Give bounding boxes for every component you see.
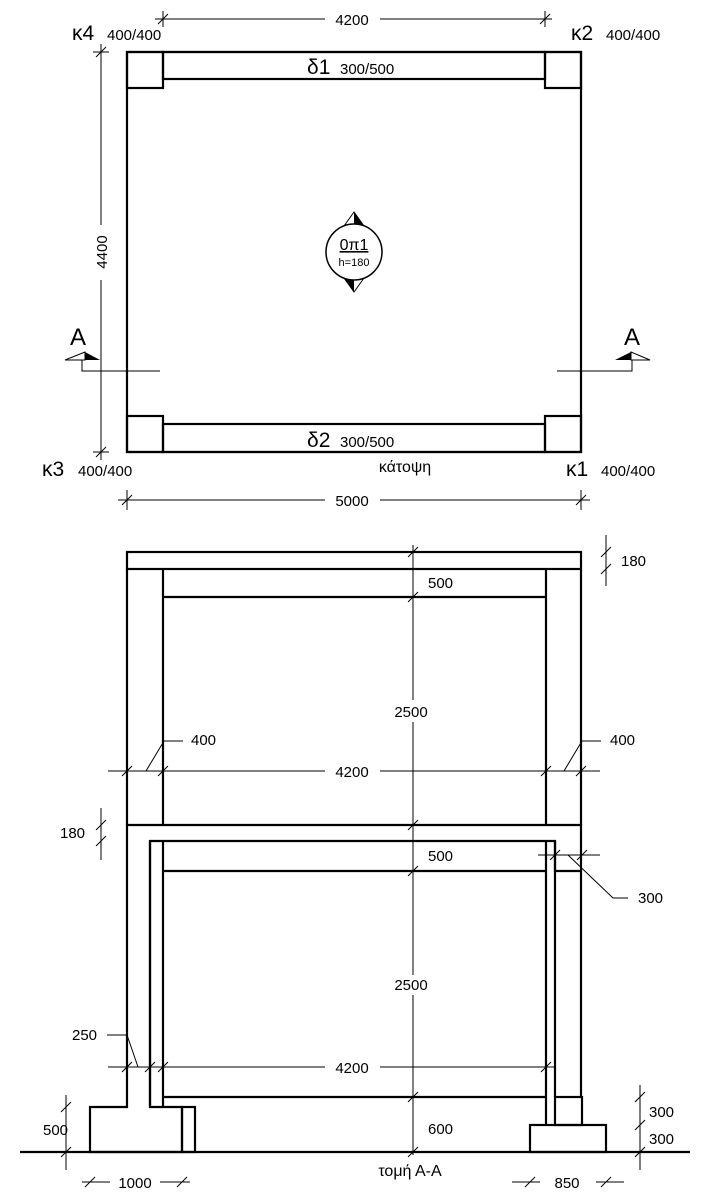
column-k3-name: κ3: [42, 458, 64, 481]
beam-d2-size: 300/500: [340, 434, 394, 451]
dim-footing-right-h: 300: [649, 1131, 674, 1148]
column-k4-size: 400/400: [107, 27, 161, 44]
section-a-a: 500 2500 500 2500 600 4200 400 400 4200 …: [20, 535, 690, 1192]
dim-pedestal-right: 300: [649, 1104, 674, 1121]
column-k1-name: κ1: [566, 458, 588, 481]
section-mark-right: A: [557, 324, 651, 372]
dim-top: 4200: [155, 11, 552, 29]
column-k4-name: κ4: [72, 22, 95, 45]
dim-height-lower: 2500: [394, 977, 427, 994]
column-k3: [125, 414, 165, 454]
roof-slab: [125, 550, 583, 571]
beam-d1-name: δ1: [307, 56, 330, 79]
dim-col-left: 400: [191, 732, 216, 749]
dim-footing-left-w: 1000: [118, 1175, 151, 1192]
dim-footing-right-w: 850: [554, 1175, 579, 1192]
dim-col-right: 400: [610, 732, 635, 749]
svg-text:4400: 4400: [94, 235, 111, 268]
dim-footing-left-h: 500: [43, 1122, 68, 1139]
slab-tag: 0π1 h=180: [325, 211, 383, 293]
dim-wall-left: 250: [72, 1027, 97, 1044]
dim-left: 4400: [93, 44, 111, 460]
dim-bottom: 5000: [118, 490, 590, 510]
right-pedestal: [553, 1095, 584, 1127]
svg-text:4200: 4200: [335, 12, 368, 29]
svg-text:A: A: [70, 324, 86, 351]
column-k2-size: 400/400: [606, 27, 660, 44]
dim-slab-top: 180: [621, 553, 646, 570]
column-k4: [125, 50, 165, 90]
dim-beam-upper: 500: [428, 575, 453, 592]
column-k3-size: 400/400: [78, 463, 132, 480]
floor-plan: δ1 300/500 δ2 300/500 κ4 400/400 κ2 400/…: [42, 11, 660, 510]
dim-span-upper: 4200: [335, 764, 368, 781]
svg-text:5000: 5000: [335, 493, 368, 510]
column-k1-size: 400/400: [601, 463, 655, 480]
section-mark-left: A: [64, 324, 160, 372]
column-k1: [543, 414, 583, 454]
grade-beam-end: [180, 1105, 197, 1154]
dim-beam-lower: 500: [428, 848, 453, 865]
slab-thickness: h=180: [339, 257, 370, 269]
svg-text:A: A: [624, 324, 640, 351]
beam-d1-size: 300/500: [340, 61, 394, 78]
plan-title: κάτοψη: [379, 459, 431, 476]
beam-d2-name: δ2: [307, 429, 330, 452]
section-title: τομή Α-Α: [378, 1163, 442, 1180]
right-footing: [528, 1123, 608, 1154]
column-k2: [543, 50, 583, 90]
dim-slab-mid: 180: [60, 825, 85, 842]
column-k2-name: κ2: [571, 22, 593, 45]
slab-name: 0π1: [340, 237, 369, 254]
dim-span-lower: 4200: [335, 1060, 368, 1077]
dim-height-upper: 2500: [394, 704, 427, 721]
dim-foundation-beam: 600: [428, 1121, 453, 1138]
dim-beam-right: 300: [638, 890, 663, 907]
